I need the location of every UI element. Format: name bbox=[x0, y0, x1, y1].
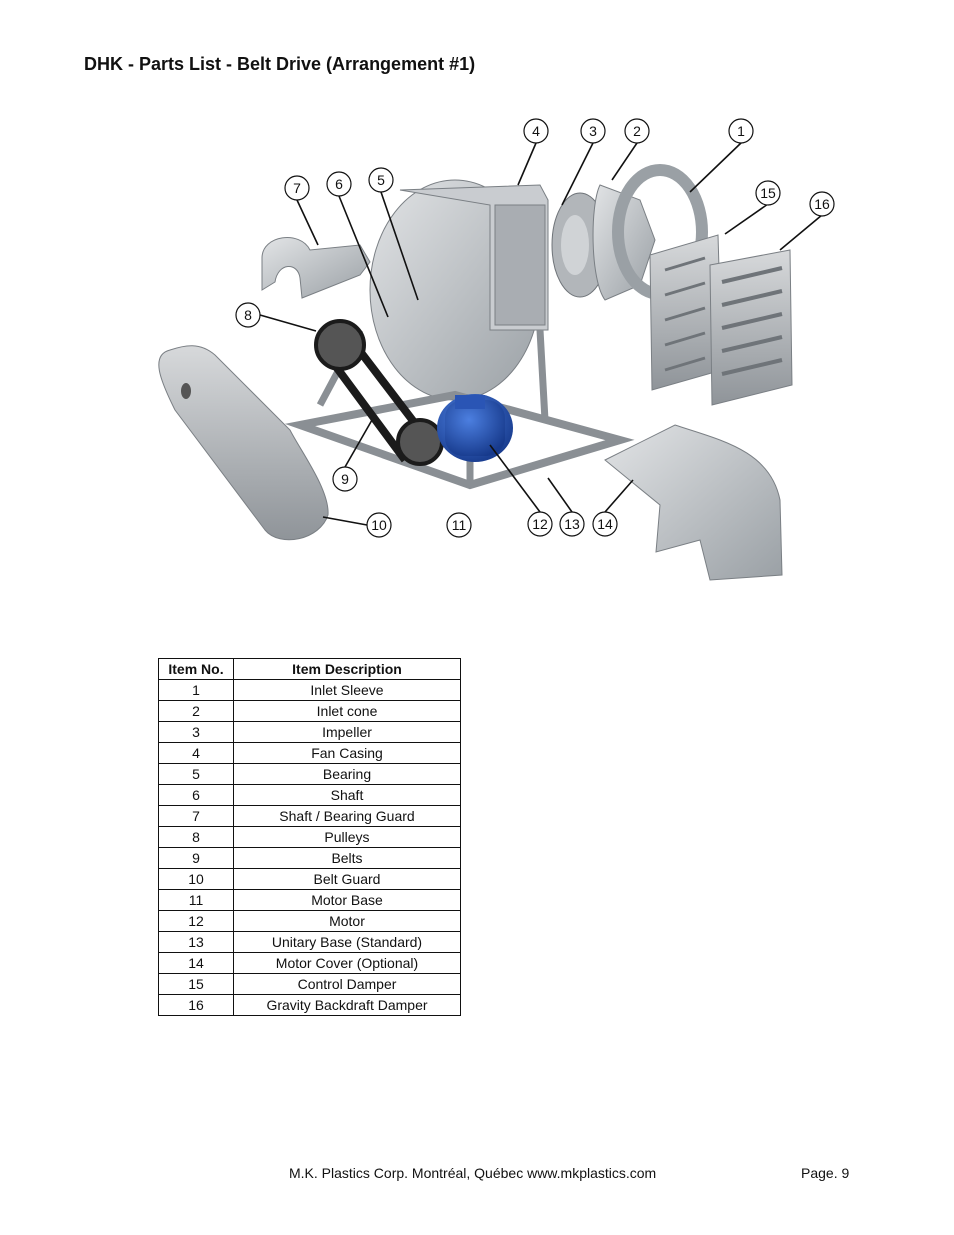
item-no-cell: 8 bbox=[158, 826, 234, 848]
svg-text:12: 12 bbox=[532, 516, 548, 532]
item-description-cell: Fan Casing bbox=[233, 742, 461, 764]
pulleys-belts-part bbox=[314, 319, 444, 466]
callout-9: 9 bbox=[332, 466, 358, 492]
item-description-cell: Bearing bbox=[233, 763, 461, 785]
backdraft-damper-part bbox=[709, 249, 793, 406]
item-description-cell: Control Damper bbox=[233, 973, 461, 995]
callout-15: 15 bbox=[755, 180, 781, 206]
callout-2: 2 bbox=[624, 118, 650, 144]
item-no-cell: 13 bbox=[158, 931, 234, 953]
svg-text:11: 11 bbox=[452, 517, 467, 533]
motor-part bbox=[437, 394, 513, 462]
exploded-parts-diagram: 1 2 3 4 5 6 7 8 9 10 11 12 13 14 15 16 bbox=[158, 118, 835, 581]
item-description-cell: Shaft bbox=[233, 784, 461, 806]
svg-text:9: 9 bbox=[341, 471, 349, 487]
callout-13: 13 bbox=[559, 511, 585, 537]
svg-text:7: 7 bbox=[293, 180, 301, 196]
footer-page-number: Page. 9 bbox=[801, 1165, 850, 1181]
footer-company: M.K. Plastics Corp. Montréal, Québec www… bbox=[289, 1165, 657, 1181]
svg-text:1: 1 bbox=[737, 123, 745, 139]
callout-11: 11 bbox=[446, 512, 472, 538]
callout-7: 7 bbox=[284, 175, 310, 201]
motor-cover-part bbox=[604, 424, 783, 581]
svg-text:3: 3 bbox=[589, 123, 597, 139]
item-no-cell: 14 bbox=[158, 952, 234, 974]
callout-16: 16 bbox=[809, 191, 835, 217]
item-no-cell: 11 bbox=[158, 889, 234, 911]
callout-14: 14 bbox=[592, 511, 618, 537]
item-description-cell: Unitary Base (Standard) bbox=[233, 931, 461, 953]
svg-text:10: 10 bbox=[371, 517, 387, 533]
table-header-row: Item No. Item Description bbox=[158, 658, 461, 680]
callout-12: 12 bbox=[527, 511, 553, 537]
item-description-cell: Inlet cone bbox=[233, 700, 461, 722]
svg-text:13: 13 bbox=[564, 516, 580, 532]
callout-3: 3 bbox=[580, 118, 606, 144]
item-no-header: Item No. bbox=[158, 658, 234, 680]
callout-8: 8 bbox=[235, 302, 261, 328]
item-no-cell: 7 bbox=[158, 805, 234, 827]
item-description-cell: Motor Cover (Optional) bbox=[233, 952, 461, 974]
item-no-cell: 10 bbox=[158, 868, 234, 890]
item-no-cell: 15 bbox=[158, 973, 234, 995]
callout-1: 1 bbox=[728, 118, 754, 144]
item-no-cell: 5 bbox=[158, 763, 234, 785]
item-description-cell: Pulleys bbox=[233, 826, 461, 848]
callout-4: 4 bbox=[523, 118, 549, 144]
item-no-cell: 4 bbox=[158, 742, 234, 764]
item-description-cell: Motor bbox=[233, 910, 461, 932]
item-no-cell: 2 bbox=[158, 700, 234, 722]
item-no-cell: 9 bbox=[158, 847, 234, 869]
svg-text:16: 16 bbox=[814, 196, 830, 212]
item-description-cell: Impeller bbox=[233, 721, 461, 743]
svg-text:6: 6 bbox=[335, 176, 343, 192]
item-description-cell: Shaft / Bearing Guard bbox=[233, 805, 461, 827]
callout-6: 6 bbox=[326, 171, 352, 197]
item-no-cell: 3 bbox=[158, 721, 234, 743]
control-damper-part bbox=[649, 234, 723, 391]
item-description-cell: Gravity Backdraft Damper bbox=[233, 994, 461, 1016]
item-no-cell: 1 bbox=[158, 679, 234, 701]
svg-text:2: 2 bbox=[633, 123, 641, 139]
item-description-cell: Motor Base bbox=[233, 889, 461, 911]
svg-text:5: 5 bbox=[377, 172, 385, 188]
callout-10: 10 bbox=[366, 512, 392, 538]
item-no-cell: 12 bbox=[158, 910, 234, 932]
svg-text:15: 15 bbox=[760, 185, 776, 201]
item-no-cell: 6 bbox=[158, 784, 234, 806]
item-description-cell: Inlet Sleeve bbox=[233, 679, 461, 701]
leader-lines bbox=[259, 142, 823, 526]
svg-text:14: 14 bbox=[597, 516, 613, 532]
item-description-cell: Belts bbox=[233, 847, 461, 869]
fan-casing-part bbox=[369, 179, 549, 401]
item-no-cell: 16 bbox=[158, 994, 234, 1016]
item-description-cell: Belt Guard bbox=[233, 868, 461, 890]
svg-text:4: 4 bbox=[532, 123, 540, 139]
item-description-header: Item Description bbox=[233, 658, 461, 680]
page-title: DHK - Parts List - Belt Drive (Arrangeme… bbox=[84, 54, 476, 74]
callout-5: 5 bbox=[368, 167, 394, 193]
svg-text:8: 8 bbox=[244, 307, 252, 323]
shaft-guard-part bbox=[261, 237, 371, 299]
belt-guard-part bbox=[158, 345, 329, 541]
